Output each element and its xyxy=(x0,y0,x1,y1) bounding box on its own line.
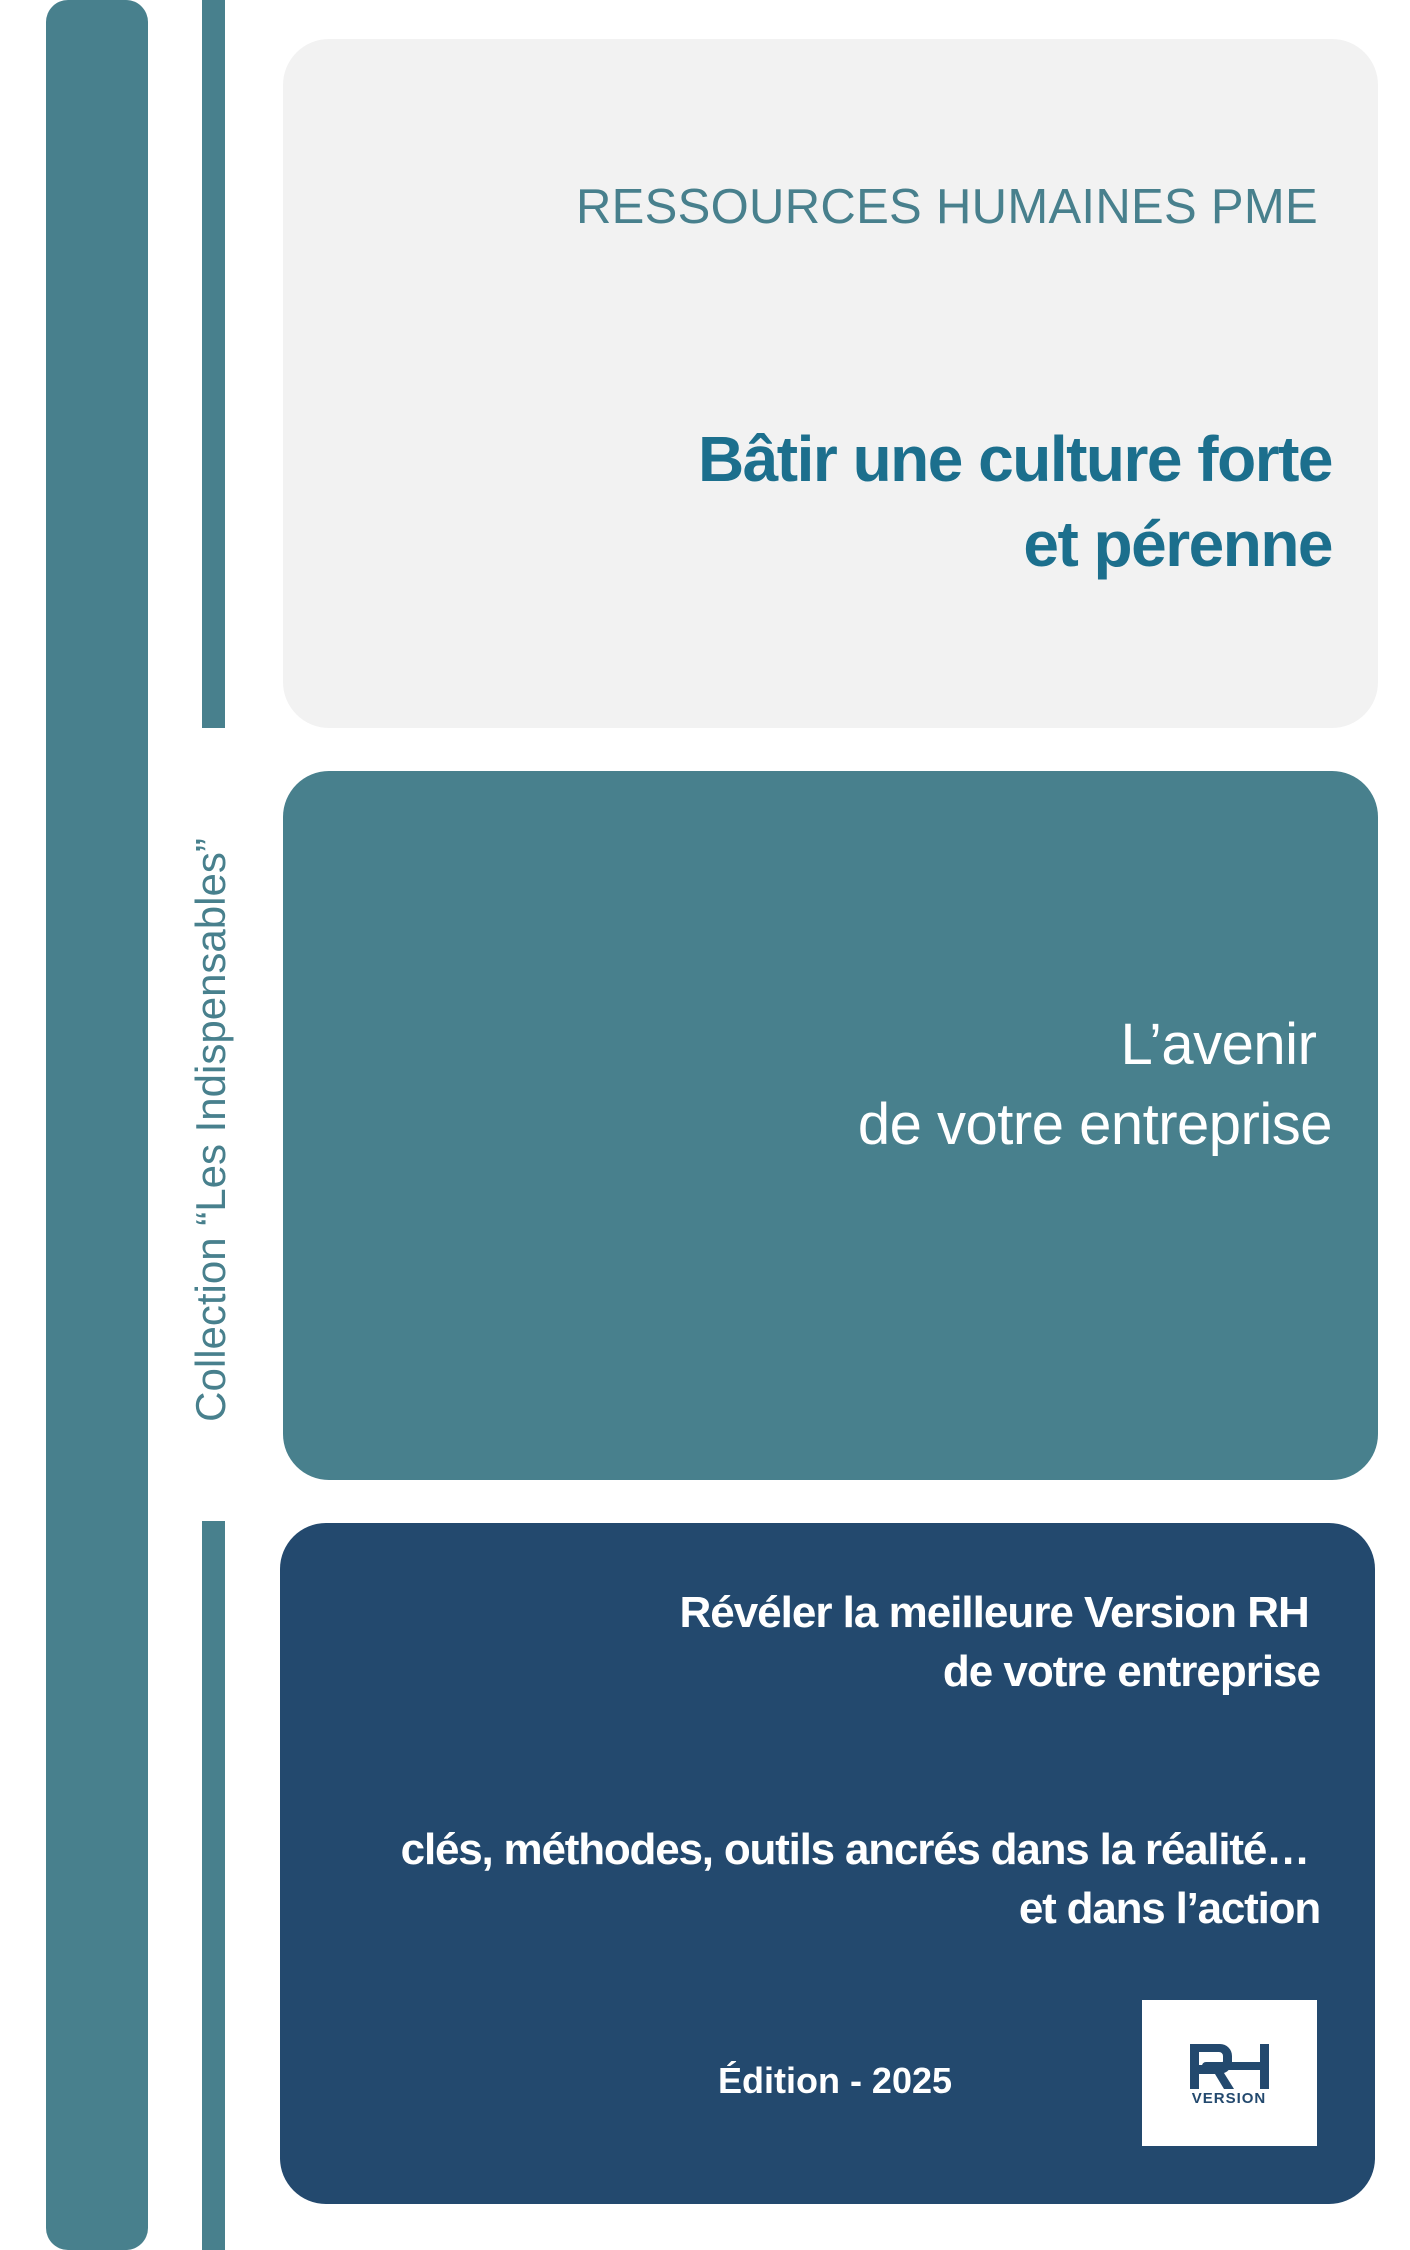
subtitle-line-2: de votre entreprise xyxy=(857,1092,1333,1157)
title-panel: RESSOURCES HUMAINES PME Bâtir une cultur… xyxy=(283,39,1378,728)
tagline: Révéler la meilleure Version RH de votre… xyxy=(679,1583,1321,1701)
description-line-1: clés, méthodes, outils ancrés dans la ré… xyxy=(400,1825,1320,1874)
subtitle-line-1: L’avenir xyxy=(1120,1012,1332,1077)
title-line-1: Bâtir une culture forte xyxy=(697,423,1334,495)
decorative-thin-bar-top xyxy=(202,0,225,728)
edition-label: Édition - 2025 xyxy=(717,2060,953,2101)
svg-text:VERSION: VERSION xyxy=(1192,2090,1267,2107)
series-kicker: RESSOURCES HUMAINES PME xyxy=(575,180,1318,234)
title-line-2: et pérenne xyxy=(1023,508,1333,580)
subtitle-panel: L’avenir de votre entreprise xyxy=(283,771,1378,1480)
tagline-line-2: de votre entreprise xyxy=(942,1647,1321,1696)
description-line-2: et dans l’action xyxy=(1018,1884,1321,1933)
collection-label: Collection “Les Indispensables” xyxy=(187,838,234,1422)
tagline-line-1: Révéler la meilleure Version RH xyxy=(679,1588,1320,1637)
book-title: Bâtir une culture forte et pérenne xyxy=(697,417,1334,587)
decorative-thick-bar xyxy=(46,0,148,2250)
subtitle: L’avenir de votre entreprise xyxy=(857,1005,1333,1165)
decorative-thin-bar-bottom xyxy=(202,1521,225,2250)
logo-icon: VERSION xyxy=(1190,2044,1269,2107)
rh-version-logo: VERSION xyxy=(1142,2000,1317,2146)
description: clés, méthodes, outils ancrés dans la ré… xyxy=(400,1820,1322,1938)
info-panel: Révéler la meilleure Version RH de votre… xyxy=(280,1523,1375,2204)
